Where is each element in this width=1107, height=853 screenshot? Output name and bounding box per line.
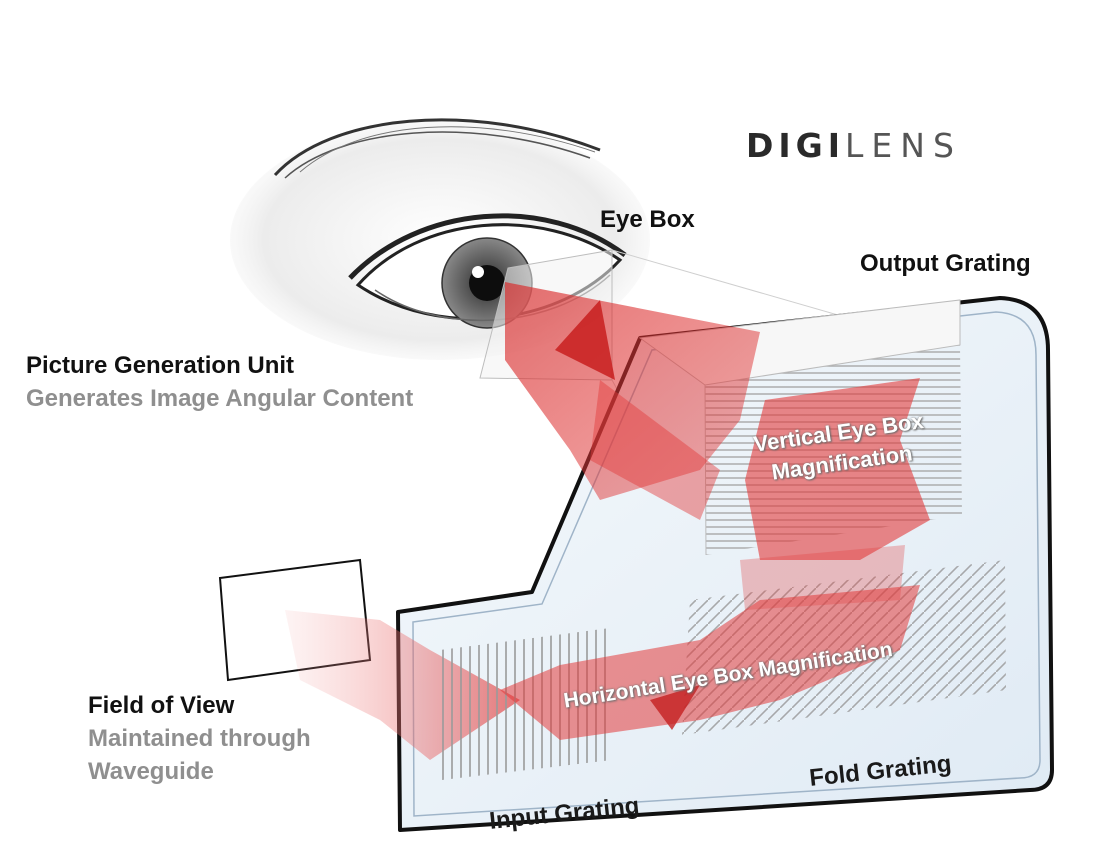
- horizontal-beam: [500, 585, 920, 740]
- logo-light-part: LENS: [845, 126, 962, 165]
- eye-box-label: Eye Box: [600, 206, 695, 233]
- vertical-beam: [505, 282, 930, 610]
- fov-title: Field of View: [88, 692, 235, 719]
- output-grating-label: Output Grating: [860, 250, 1031, 277]
- digilens-logo: DIGILENS: [746, 128, 962, 164]
- fov-subtitle-line2: Waveguide: [88, 758, 214, 785]
- logo-bold-part: DIGI: [746, 126, 846, 165]
- pgu-subtitle: Generates Image Angular Content: [26, 385, 414, 412]
- pgu-title: Picture Generation Unit: [26, 352, 295, 379]
- fov-subtitle-line1: Maintained through: [88, 725, 311, 752]
